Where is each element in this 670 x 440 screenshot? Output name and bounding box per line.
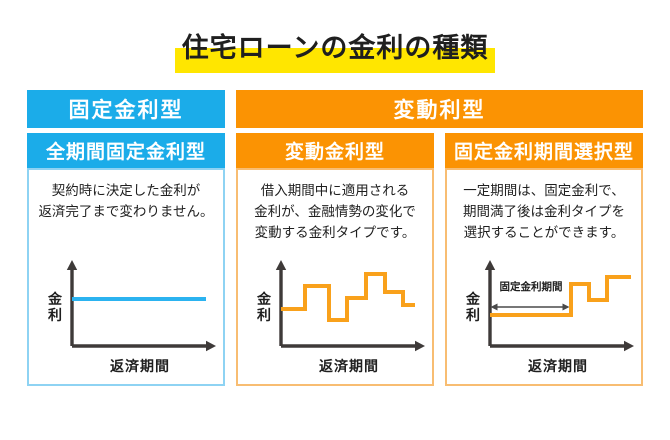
range-arrow-right-head [562,303,570,311]
group-header-fixed-rate: 固定金利型 [27,90,225,128]
rate-chart-variable: 金利 返済期間 [239,258,429,376]
x-axis-arrowhead [624,340,634,352]
description-line: 一定期間は、固定金利で、 [463,183,625,199]
chart-axes [66,260,216,352]
y-axis-arrowhead [66,260,78,270]
fixed-period-label: 固定金利期間 [499,281,563,293]
rate-line-selectable [490,275,631,317]
card-title-variable-rate: 変動金利型 [236,133,434,168]
group-header-variable-rate: 変動利型 [236,90,643,128]
x-axis-label: 返済期間 [528,359,588,375]
y-axis-label: 金利 [257,292,271,324]
chart-canvas [66,260,216,352]
description-line: 借入期間中に適用される [260,183,410,199]
card-body-fixed-period-selectable-rate: 一定期間は、固定金利で、 期間満了後は金利タイプを 選択することができます。 [445,168,643,386]
card-variable-rate: 変動金利型 借入期間中に適用される 金利が、金融情勢の変化で 変動する金利タイプ… [236,133,434,386]
y-axis-arrowhead [275,260,287,270]
y-axis-label: 金利 [48,292,62,324]
card-body-full-term-fixed-rate: 契約時に決定した金利が 返済完了まで変わりません。 金利 返済期間 [27,168,225,386]
fixed-period-range-arrow [490,303,570,311]
rate-line-variable [281,272,415,322]
rate-chart-selectable: 固定金利期間 金利 返済期間 [448,258,638,376]
description-line: 契約時に決定した金利が [51,183,201,199]
description-line: 返済完了まで変わりません。 [38,204,214,220]
title-bar: 住宅ローンの金利の種類 [0,26,670,73]
x-axis-label: 返済期間 [110,359,170,375]
y-axis-arrowhead [484,260,496,270]
chart-canvas [275,260,425,352]
description-line: 変動する金利タイプです。 [254,225,416,241]
x-axis-arrowhead [206,340,216,352]
card-body-variable-rate: 借入期間中に適用される 金利が、金融情勢の変化で 変動する金利タイプです。 金利… [236,168,434,386]
x-axis-label: 返済期間 [319,359,379,375]
range-arrow-left-head [490,303,498,311]
chart-canvas [484,260,634,352]
card-description: 一定期間は、固定金利で、 期間満了後は金利タイプを 選択することができます。 [447,181,641,244]
description-line: 選択することができます。 [463,225,625,241]
y-axis-label: 金利 [466,292,480,324]
card-fixed-period-selectable-rate: 固定金利期間選択型 一定期間は、固定金利で、 期間満了後は金利タイプを 選択する… [445,133,643,386]
card-description: 借入期間中に適用される 金利が、金融情勢の変化で 変動する金利タイプです。 [238,181,432,244]
chart-axes [484,260,634,352]
x-axis-arrowhead [415,340,425,352]
card-full-term-fixed-rate: 全期間固定金利型 契約時に決定した金利が 返済完了まで変わりません。 金利 返 [27,133,225,386]
description-line: 期間満了後は金利タイプを [463,204,625,220]
card-title-fixed-period-selectable-rate: 固定金利期間選択型 [445,133,643,168]
card-title-full-term-fixed-rate: 全期間固定金利型 [27,133,225,168]
card-description: 契約時に決定した金利が 返済完了まで変わりません。 [29,181,223,223]
page-title: 住宅ローンの金利の種類 [174,26,496,73]
description-line: 金利が、金融情勢の変化で [254,204,416,220]
rate-chart-fixed: 金利 返済期間 [30,258,220,376]
